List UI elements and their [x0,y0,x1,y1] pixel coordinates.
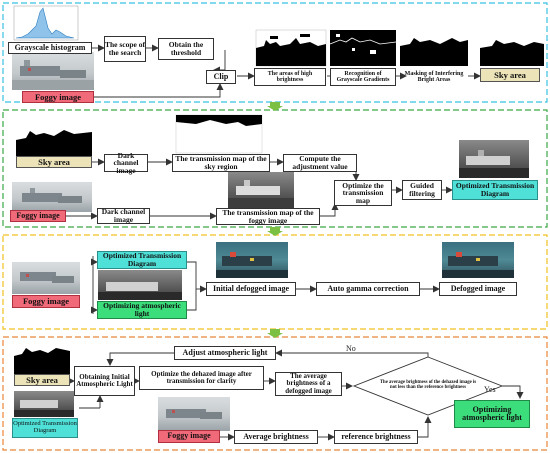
average-brightness-defogged-box: The average brightness of a defogged ima… [275,372,342,396]
initial-defogged-box: Initial defogged image [206,282,296,296]
foggy-image-label-2: Foggy image [10,210,66,222]
sky-transmission-box: The transmission map of the sky region [172,154,270,172]
dark-channel-box-2: Dark channel image [97,208,150,224]
between-section-arrows [267,102,283,338]
optimized-transmission-label-2: Optimized Transmission Diagram [452,180,538,200]
optimized-transmission-image-4 [14,391,74,417]
average-brightness-box: Average brightness [234,430,318,444]
masking-image [400,30,468,66]
foggy-image-label-4: Foggy image [158,430,220,443]
optimized-transmission-label-3: Optimized Transmission Diagram [97,251,187,269]
high-brightness-mask-image [255,29,327,67]
optimized-transmission-image-2 [459,140,529,178]
gradient-recognition-image [329,30,397,66]
optimize-transmission-box: Optimize the transmission map [334,180,392,206]
sky-area-label-4: Sky area [14,374,70,386]
histogram-image [13,5,79,41]
foggy-transmission-box: The transmission map of the foggy image [216,208,320,225]
sky-transmission-image [175,114,263,154]
dark-channel-box-1: Dark channel image [104,151,148,174]
auto-gamma-box: Auto gamma correction [316,282,420,296]
grayscale-histogram-box: Grayscale histogram [8,42,92,54]
foggy-image-thumb-3 [12,262,80,294]
masking-bright-areas-label: Masking of Interfering Bright Areas [404,70,464,83]
sky-area-label-1: Sky area [480,68,540,82]
reference-brightness-box: reference brightness [334,430,418,444]
sky-area-image-4 [14,344,70,374]
foggy-image-thumb-1 [12,52,94,90]
foggy-transmission-image [228,172,294,208]
high-brightness-box: The areas of high brightness [254,68,326,86]
defogged-image-initial [216,242,288,278]
decision-text: The average brightness of the dehazed im… [379,380,477,390]
section-3-connectors [91,256,440,314]
guided-filtering-box: Guided filtering [402,180,442,200]
optimizing-atmospheric-label-3: Optimizing atmospheric light [97,301,187,319]
foggy-image-thumb-4 [158,397,230,431]
foggy-image-label-3: Foggy image [12,295,80,308]
defogged-image-final [442,242,514,278]
scope-of-search-box: The scope of the search [104,36,146,62]
optimizing-atmospheric-label-4: Optimizing atmospheric light [454,400,530,428]
foggy-image-thumb-2 [12,182,92,212]
optimize-dehazed-box: Optimize the dehazed image after transmi… [139,366,264,390]
yes-label: Yes [484,385,496,394]
obtain-threshold-box: Obtain the threshold [158,38,214,60]
sky-area-image-2 [16,125,92,157]
defogged-image-box: Defogged image [439,282,517,296]
obtaining-initial-box: Obtaining Initial Atmospheric Light [74,366,135,396]
optimized-transmission-image-3 [98,270,182,300]
optimized-transmission-label-4: Optimized Transmission Diagram [12,418,78,438]
sky-area-label-2: Sky area [16,156,92,168]
sky-area-image-1 [480,30,544,66]
foggy-image-label-1: Foggy image [22,91,94,103]
recognition-gradients-box: Recognition of Grayscale Gradients [330,68,396,86]
no-label: No [346,344,356,353]
compute-adjustment-box: Compute the adjustment value [283,154,357,172]
adjust-atmospheric-box: Adjust atmospheric light [174,346,276,360]
section-2-connectors [58,158,453,220]
clip-box: Clip [206,70,236,84]
